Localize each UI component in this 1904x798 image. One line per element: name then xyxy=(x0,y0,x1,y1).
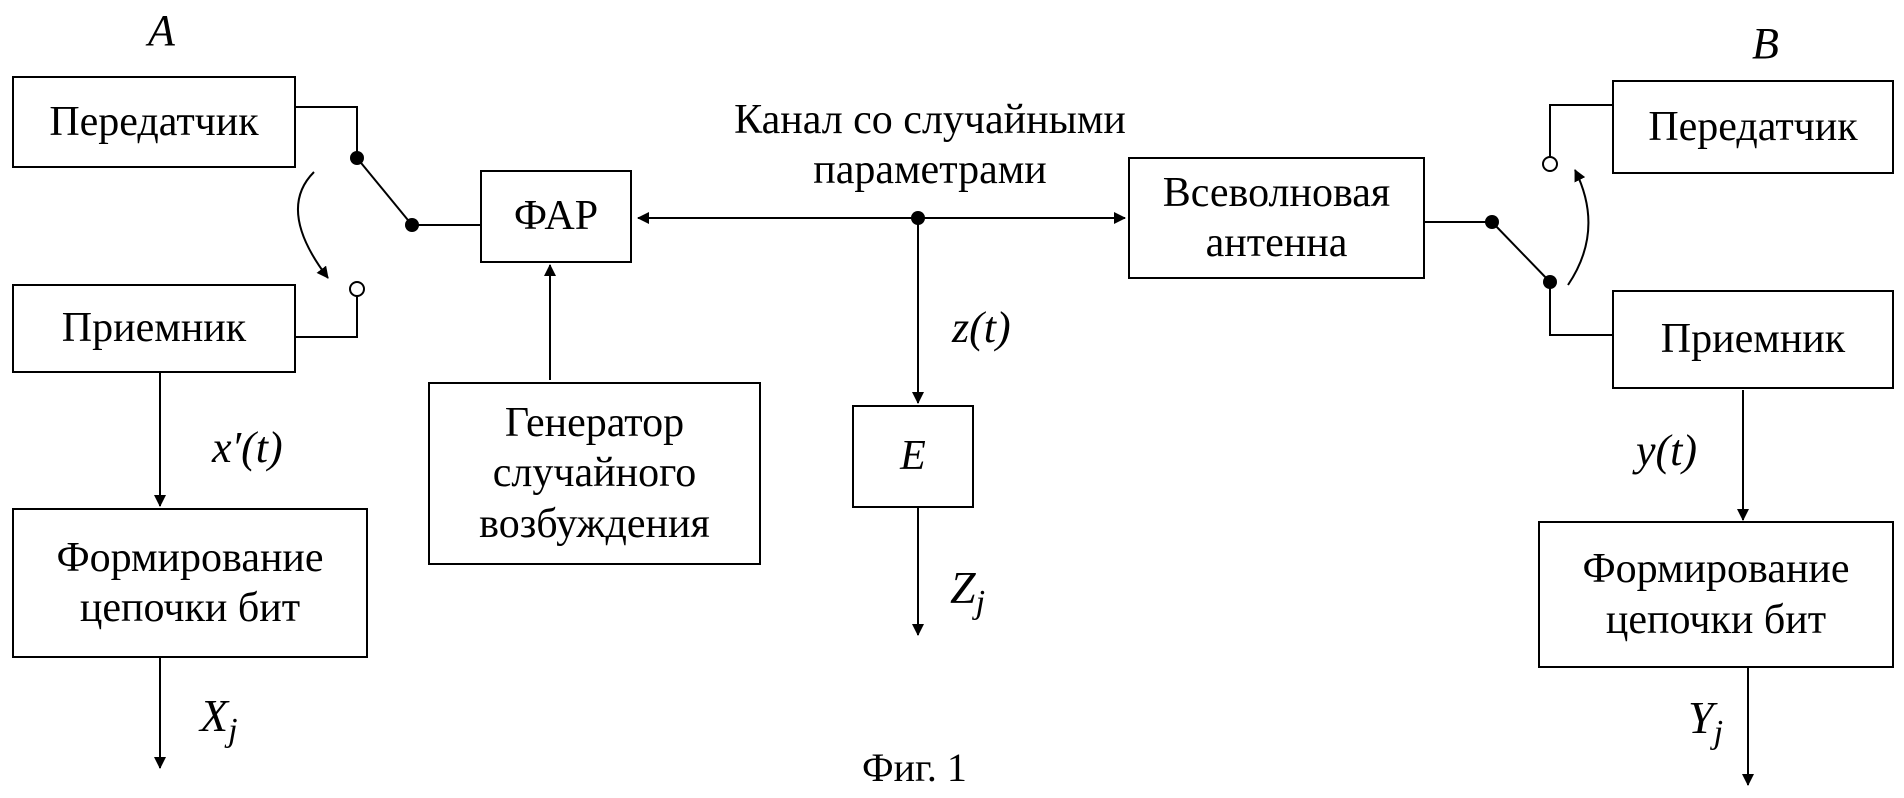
b-receiver-switch-line xyxy=(1549,282,1612,336)
eavesdropper-box: E xyxy=(852,405,974,508)
a-switch-curved-arrow xyxy=(296,171,329,279)
eavesdropper-output-base: Z xyxy=(950,562,976,613)
b-switch-transmit-contact xyxy=(1542,156,1558,172)
b-switch-curved-arrow xyxy=(1567,169,1590,286)
a-switch-receive-contact xyxy=(349,281,365,297)
b-output-subscript: j xyxy=(1713,714,1724,752)
a-output-label: Xj xyxy=(200,688,238,752)
eavesdropper-output-label: Zj xyxy=(950,560,985,624)
b-receiver-box: Приемник xyxy=(1612,290,1894,389)
a-receiver-box: Приемник xyxy=(12,284,296,373)
b-switch-input-dot xyxy=(1485,215,1499,229)
phased-array-box: ФАР xyxy=(480,170,632,263)
station-a-label: A xyxy=(148,6,175,55)
b-switch-pivot-dot xyxy=(1543,275,1557,289)
a-receiver-switch-line xyxy=(296,296,358,338)
b-transmitter-switch-line xyxy=(1549,104,1612,157)
a-transmitter-box: Передатчик xyxy=(12,76,296,168)
a-switch-arm xyxy=(356,157,413,226)
a-switch-output-dot xyxy=(405,218,419,232)
b-switch-arm xyxy=(1491,221,1551,283)
eavesdropper-output-subscript: j xyxy=(975,584,986,622)
a-output-subscript: j xyxy=(228,712,238,750)
random-generator-box: Генератор случайного возбуждения xyxy=(428,382,761,565)
a-transmitter-switch-line xyxy=(296,106,358,158)
eavesdropper-signal-label: z(t) xyxy=(952,303,1011,352)
b-output-base: Y xyxy=(1688,692,1714,743)
b-received-signal-label: y(t) xyxy=(1636,426,1698,475)
channel-junction-dot xyxy=(911,211,925,225)
omni-antenna-box: Всеволновая антенна xyxy=(1128,157,1425,279)
a-output-base: X xyxy=(200,690,229,741)
a-received-signal-label: x′(t) xyxy=(212,423,283,472)
channel-label: Канал со случайными параметрами xyxy=(734,97,1126,194)
a-switch-pivot-dot xyxy=(350,151,364,165)
b-transmitter-box: Передатчик xyxy=(1612,80,1894,174)
station-b-label: B xyxy=(1752,19,1779,68)
figure-caption: Фиг. 1 xyxy=(862,745,967,790)
a-bit-former-box: Формирование цепочки бит xyxy=(12,508,368,658)
b-bit-former-box: Формирование цепочки бит xyxy=(1538,521,1894,668)
b-output-label: Yj xyxy=(1688,690,1723,754)
